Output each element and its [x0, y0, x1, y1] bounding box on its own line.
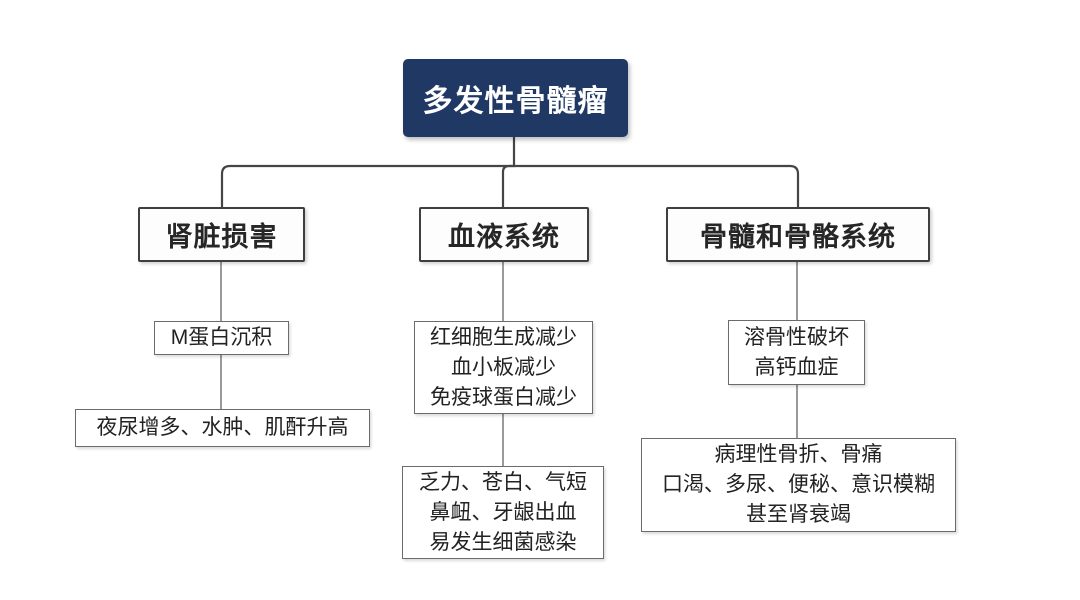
connector-middle-drop [501, 164, 515, 207]
connector-horizontal-rail [220, 164, 800, 207]
node-m-protein-deposition: M蛋白沉积 [154, 321, 289, 355]
branch-header-kidney-damage: 肾脏损害 [138, 207, 305, 262]
branch-header-bone-marrow-skeletal-system: 骨髓和骨骼系统 [666, 207, 930, 262]
node-osteolytic-destruction: 溶骨性破坏 高钙血症 [728, 320, 865, 385]
node-bone-symptoms: 病理性骨折、骨痛 口渴、多尿、便秘、意识模糊 甚至肾衰竭 [641, 438, 956, 532]
node-blood-cell-decrease: 红细胞生成减少 血小板减少 免疫球蛋白减少 [414, 321, 593, 414]
node-kidney-symptoms: 夜尿增多、水肿、肌酐升高 [75, 409, 370, 447]
branch-header-blood-system: 血液系统 [419, 207, 589, 262]
node-blood-symptoms: 乏力、苍白、气短 鼻衄、牙龈出血 易发生细菌感染 [402, 466, 604, 559]
root-node-multiple-myeloma: 多发性骨髓瘤 [403, 59, 628, 137]
